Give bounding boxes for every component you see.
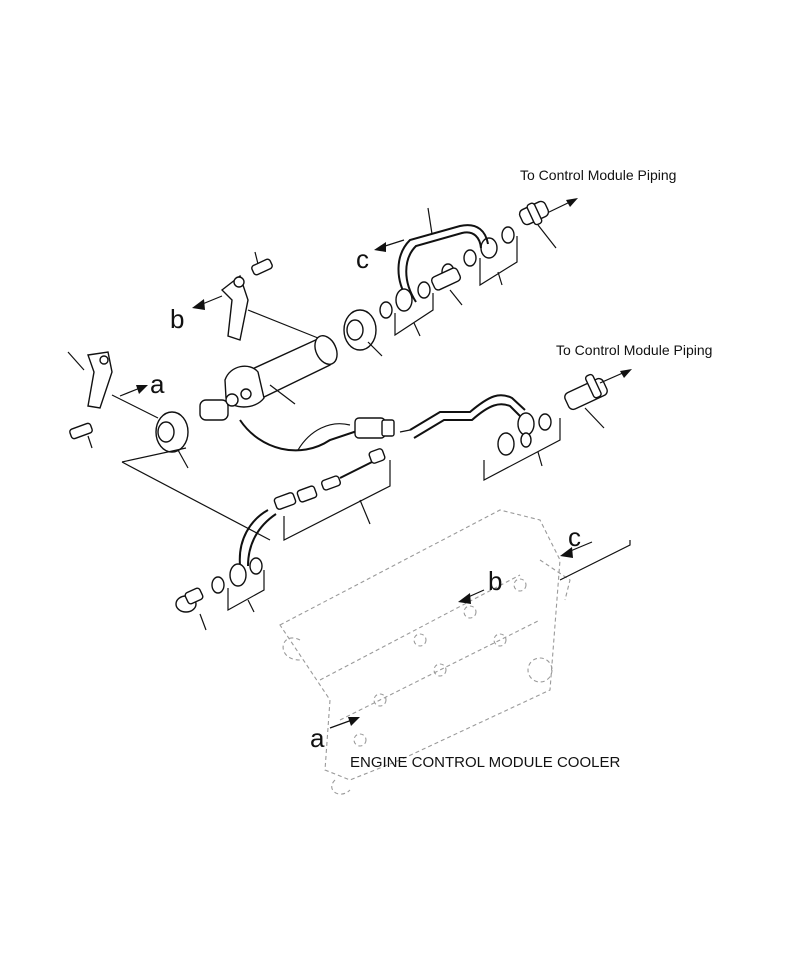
drain-plug: [175, 587, 207, 631]
engine-control-module-cooler-outline: [279, 509, 571, 795]
engine-control-module-cooler-label: ENGINE CONTROL MODULE COOLER: [350, 754, 620, 771]
left-collar-bushing: [155, 411, 189, 469]
ref-letter-c-pipe: c: [356, 244, 369, 274]
right-connector-fitting: [564, 373, 608, 429]
upper-pipe-end-o-rings: [379, 281, 434, 337]
upper-bent-pipe: [397, 207, 489, 303]
lower-long-pipe: [409, 394, 526, 439]
leader-line-c-cooler: [559, 540, 631, 581]
collar-bushing: [343, 309, 383, 357]
to-control-module-piping-label-right: To Control Module Piping: [556, 342, 712, 358]
lower-bracket-bolt: [69, 422, 93, 449]
arrow-a-bracket-icon: [119, 385, 148, 397]
banjo-bolt: [430, 267, 463, 306]
ref-letter-b-bracket: b: [170, 304, 184, 334]
leader-line-left: [121, 447, 187, 463]
arrow-b-bracket-icon: [192, 295, 223, 310]
top-connector-fitting: [518, 200, 557, 249]
leader-line-left-pipe: [121, 461, 271, 541]
center-pipe-assembly: [238, 448, 391, 567]
lower-clamp-bracket: [67, 351, 159, 419]
wiring-harness: [239, 417, 411, 452]
upper-bracket-bolt: [251, 251, 273, 276]
ref-letter-b-cooler: b: [488, 566, 502, 596]
flow-arrow-top-icon: [544, 198, 578, 215]
arrow-c-cooler-icon: [560, 541, 593, 558]
upper-clamp-bracket: [220, 274, 319, 341]
ref-letter-a-cooler: a: [310, 723, 325, 753]
flow-arrow-right-icon: [599, 369, 632, 384]
to-control-module-piping-label-top: To Control Module Piping: [520, 167, 676, 183]
arrow-c-pipe-icon: [374, 239, 405, 252]
ref-letter-a-bracket: a: [150, 369, 165, 399]
ref-letter-c-cooler: c: [568, 522, 581, 552]
bottom-left-o-ring-group: [211, 557, 265, 613]
right-o-ring-group: [483, 412, 561, 481]
fuel-pump-motor: [199, 335, 338, 421]
arrow-b-cooler-icon: [458, 589, 485, 604]
arrow-a-cooler-icon: [329, 717, 360, 729]
